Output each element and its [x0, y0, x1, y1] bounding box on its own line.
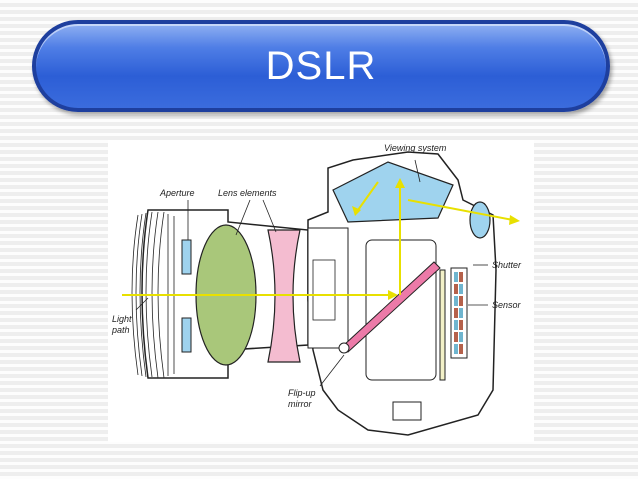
label-shutter: Shutter [492, 260, 522, 270]
label-sensor: Sensor [492, 300, 522, 310]
dslr-diagram-svg: Viewing system Aperture Lens elements Sh… [111, 143, 522, 436]
label-leaders [135, 159, 488, 387]
title-bar: DSLR [32, 20, 610, 112]
shutter [439, 269, 446, 381]
label-lens-elements: Lens elements [218, 188, 277, 198]
aperture-blade-bottom [181, 317, 192, 353]
pentaprism [332, 161, 454, 223]
aperture-blade-top [181, 239, 192, 275]
dslr-diagram: Viewing system Aperture Lens elements Sh… [108, 140, 534, 442]
bottom-compartment [392, 401, 422, 421]
eyepiece [469, 201, 491, 239]
label-viewing-system: Viewing system [384, 143, 447, 153]
label-light-path-line2: path [111, 325, 130, 335]
label-light-path-line1: Light [112, 314, 132, 324]
label-flip-up-mirror-line2: mirror [288, 399, 312, 409]
image-sensor [450, 267, 468, 359]
mirror-hinge [338, 342, 350, 354]
mount-inner [312, 259, 336, 321]
label-flip-up-mirror-line1: Flip-up [288, 388, 316, 398]
label-aperture: Aperture [159, 188, 195, 198]
slide-title: DSLR [265, 43, 377, 88]
light-path [122, 178, 520, 300]
